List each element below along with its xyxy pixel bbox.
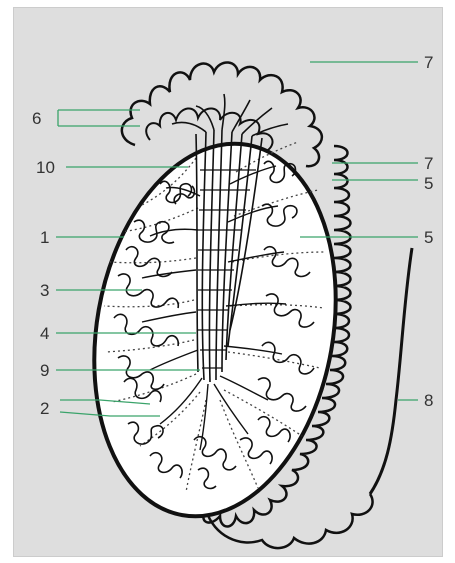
label-7-top: 7 <box>424 53 433 72</box>
label-3: 3 <box>40 281 49 300</box>
epididymis-head-inner <box>146 108 272 150</box>
efferent-ductules <box>172 94 288 136</box>
ductus-deferens <box>370 248 412 494</box>
label-2: 2 <box>40 399 49 418</box>
label-6: 6 <box>32 109 41 128</box>
label-4: 4 <box>40 324 49 343</box>
label-7-right: 7 <box>424 154 433 173</box>
label-8: 8 <box>424 391 433 410</box>
label-5-top: 5 <box>424 174 433 193</box>
label-9: 9 <box>40 361 49 380</box>
label-10: 10 <box>36 158 55 177</box>
label-1: 1 <box>40 228 49 247</box>
label-5-middle: 5 <box>424 228 433 247</box>
